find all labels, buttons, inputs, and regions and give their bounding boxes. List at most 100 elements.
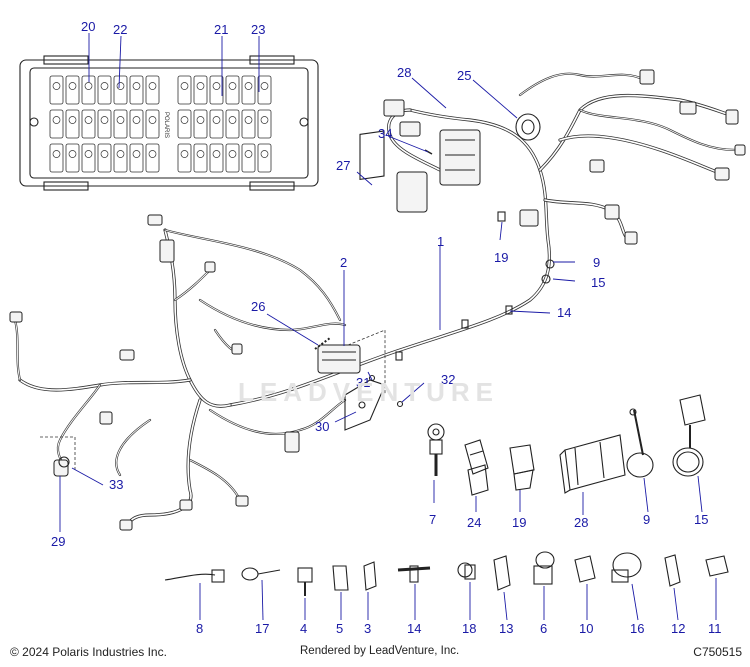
callout-17[interactable]: 17 xyxy=(255,621,269,636)
fuse-slot-detail xyxy=(68,82,77,90)
part-12-clip xyxy=(664,554,681,587)
leadventure-watermark: LEADVENTURE xyxy=(238,377,500,407)
callout-8[interactable]: 8 xyxy=(196,621,203,636)
fuse-slot-detail xyxy=(116,82,125,90)
part-4-clip xyxy=(297,567,313,596)
callout-1[interactable]: 1 xyxy=(437,234,444,249)
callout-6[interactable]: 6 xyxy=(540,621,547,636)
callout-22[interactable]: 22 xyxy=(113,22,127,37)
fuse-slot-detail xyxy=(84,82,93,90)
fuse-slot-detail xyxy=(180,150,189,158)
fuse-slot xyxy=(241,143,256,173)
fuse-slot xyxy=(97,143,112,173)
callout-10[interactable]: 10 xyxy=(579,621,593,636)
callout-labels[interactable]: 20 22 21 23 28 25 34 27 1 19 9 15 14 2 2… xyxy=(51,19,722,636)
callout-31[interactable]: 31 xyxy=(356,375,370,390)
fuse-slot xyxy=(113,143,128,173)
callout-25[interactable]: 25 xyxy=(457,68,471,83)
callout-9-harness[interactable]: 9 xyxy=(593,255,600,270)
fuse-slot xyxy=(129,143,144,173)
part-19-connector xyxy=(509,444,535,491)
callout-7[interactable]: 7 xyxy=(429,512,436,527)
fuse-slot xyxy=(113,75,128,105)
callout-2[interactable]: 2 xyxy=(340,255,347,270)
callout-28[interactable]: 28 xyxy=(397,65,411,80)
fuse-slot-detail xyxy=(52,82,61,90)
fuse-slot xyxy=(225,143,240,173)
callout-5[interactable]: 5 xyxy=(336,621,343,636)
callout-28-part[interactable]: 28 xyxy=(574,515,588,530)
fuse-slot-detail xyxy=(52,150,61,158)
part-7-bolt xyxy=(427,423,445,476)
rendered-by-text: Rendered by LeadVenture, Inc. xyxy=(300,645,460,657)
callout-34[interactable]: 34 xyxy=(378,126,392,141)
fuse-slot-detail xyxy=(100,150,109,158)
part-16-clamp xyxy=(611,552,642,583)
fuse-slot-detail xyxy=(52,116,61,124)
fuse-slot-detail xyxy=(260,150,269,158)
callout-29[interactable]: 29 xyxy=(51,534,65,549)
main-wiring-harness xyxy=(9,69,746,531)
part-9-cable-tie xyxy=(626,408,654,478)
fuse-slot xyxy=(193,109,208,139)
fuse-slot xyxy=(257,143,272,173)
part-18-clip xyxy=(457,562,476,580)
fuse-slot-detail xyxy=(212,82,221,90)
callout-3[interactable]: 3 xyxy=(364,621,371,636)
fuse-slot xyxy=(65,143,80,173)
parts-row-upper xyxy=(427,394,706,496)
fuse-slot-detail xyxy=(84,150,93,158)
fuse-slot xyxy=(65,75,80,105)
callout-11[interactable]: 11 xyxy=(708,621,722,636)
callout-15-part[interactable]: 15 xyxy=(694,512,708,527)
fuse-slot-detail xyxy=(180,116,189,124)
callout-32[interactable]: 32 xyxy=(441,372,455,387)
fuse-slot-detail xyxy=(132,116,141,124)
callout-18[interactable]: 18 xyxy=(462,621,476,636)
callout-23[interactable]: 23 xyxy=(251,22,265,37)
fuse-slot-detail xyxy=(148,116,157,124)
parts-row-lower xyxy=(164,551,729,596)
callout-21[interactable]: 21 xyxy=(214,22,228,37)
callout-26[interactable]: 26 xyxy=(251,299,265,314)
callout-14-part[interactable]: 14 xyxy=(407,621,421,636)
callout-30[interactable]: 30 xyxy=(315,419,329,434)
fuse-slot xyxy=(49,75,64,105)
fuse-slot xyxy=(209,75,224,105)
callout-19-part[interactable]: 19 xyxy=(512,515,526,530)
copyright-text: © 2024 Polaris Industries Inc. xyxy=(10,645,167,659)
callout-9-part[interactable]: 9 xyxy=(643,512,650,527)
fuse-slot xyxy=(209,109,224,139)
part-5-clip xyxy=(332,565,349,591)
leader-lines xyxy=(59,33,717,621)
part-3-clip xyxy=(363,561,377,591)
fuse-slot-detail xyxy=(100,82,109,90)
callout-20[interactable]: 20 xyxy=(81,19,95,34)
callout-24[interactable]: 24 xyxy=(467,515,481,530)
fuse-slot-detail xyxy=(244,82,253,90)
fuse-slot xyxy=(81,75,96,105)
callout-27[interactable]: 27 xyxy=(336,158,350,173)
fuse-slot-detail xyxy=(228,150,237,158)
fuse-slot-detail xyxy=(260,82,269,90)
fuse-slot xyxy=(97,109,112,139)
fuse-slot xyxy=(241,75,256,105)
callout-19-harness[interactable]: 19 xyxy=(494,250,508,265)
fuse-slot xyxy=(209,143,224,173)
fuse-slot-detail xyxy=(196,82,205,90)
callout-13[interactable]: 13 xyxy=(499,621,513,636)
callout-33[interactable]: 33 xyxy=(109,477,123,492)
fuse-slot xyxy=(129,109,144,139)
fuse-slot-detail xyxy=(228,82,237,90)
fuse-slot xyxy=(225,109,240,139)
callout-12[interactable]: 12 xyxy=(671,621,685,636)
fuse-slot xyxy=(177,143,192,173)
fuse-slot-detail xyxy=(180,82,189,90)
callout-16[interactable]: 16 xyxy=(630,621,644,636)
callout-14-harness[interactable]: 14 xyxy=(557,305,571,320)
callout-4[interactable]: 4 xyxy=(300,621,307,636)
fuse-slot xyxy=(129,75,144,105)
callout-15-harness[interactable]: 15 xyxy=(591,275,605,290)
fuse-slot-detail xyxy=(148,82,157,90)
fuse-slot-detail xyxy=(68,150,77,158)
